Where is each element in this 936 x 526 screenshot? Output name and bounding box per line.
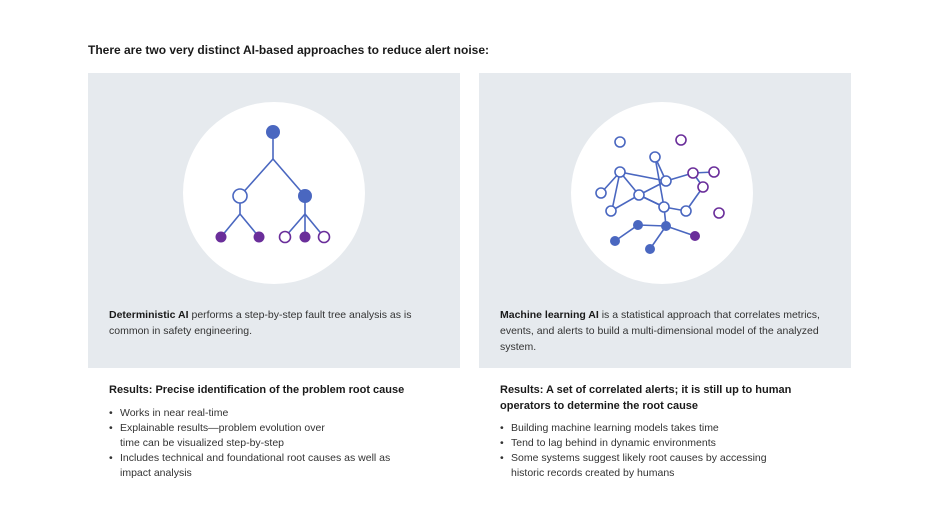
leaf-node (299, 231, 311, 243)
network-node (649, 151, 661, 163)
network-node (697, 181, 709, 193)
network-node (713, 207, 725, 219)
network-node (614, 166, 626, 178)
page-heading: There are two very distinct AI-based app… (88, 43, 490, 57)
network-node (687, 167, 699, 179)
leaf-node (215, 231, 227, 243)
machine-learning-results-list: Building machine learning models takes t… (500, 421, 830, 481)
network-node (610, 236, 620, 246)
machine-learning-results-title: Results: A set of correlated alerts; it … (500, 384, 792, 412)
network-node (633, 220, 643, 230)
network-node (595, 187, 607, 199)
branch-node-right (298, 189, 312, 203)
deterministic-results: Results: Precise identification of the p… (109, 383, 439, 481)
network-node (605, 205, 617, 217)
deterministic-results-title: Results: Precise identification of the p… (109, 384, 405, 396)
network-node (658, 201, 670, 213)
fault-tree-icon (215, 125, 331, 244)
network-node (614, 136, 626, 148)
machine-learning-ai-title: Machine learning AI (500, 309, 599, 321)
network-node (708, 166, 720, 178)
list-item: Explainable results—problem evolution ov… (109, 421, 439, 451)
list-item: Tend to lag behind in dynamic environmen… (500, 436, 830, 451)
network-node (680, 205, 692, 217)
list-item: Includes technical and foundational root… (109, 451, 439, 481)
network-node (661, 221, 671, 231)
list-item: Building machine learning models takes t… (500, 421, 830, 436)
machine-learning-ai-panel: Machine learning AI is a statistical app… (479, 73, 851, 368)
network-node (675, 134, 687, 146)
list-item: Works in near real-time (109, 406, 439, 421)
branch-node-left (232, 188, 248, 204)
machine-learning-ai-text: is a statistical approach that correlate… (500, 309, 820, 353)
deterministic-ai-description: Deterministic AI performs a step-by-step… (109, 307, 429, 339)
network-node (645, 244, 655, 254)
network-node (660, 175, 672, 187)
network-node (690, 231, 700, 241)
machine-learning-ai-description: Machine learning AI is a statistical app… (500, 307, 820, 355)
root-node (266, 125, 280, 139)
deterministic-ai-panel: Deterministic AI performs a step-by-step… (88, 73, 460, 368)
deterministic-results-list: Works in near real-time Explainable resu… (109, 406, 439, 481)
deterministic-ai-title: Deterministic AI (109, 309, 189, 321)
deterministic-ai-text: performs a step-by-step fault tree analy… (109, 309, 412, 337)
machine-learning-results: Results: A set of correlated alerts; it … (500, 383, 830, 481)
network-node (633, 189, 645, 201)
correlation-network-illustration (571, 102, 753, 284)
fault-tree-illustration (183, 102, 365, 284)
leaf-node (278, 230, 292, 244)
list-item: Some systems suggest likely root causes … (500, 451, 830, 481)
leaf-node (253, 231, 265, 243)
correlation-network-icon (595, 134, 725, 254)
leaf-node (317, 230, 331, 244)
